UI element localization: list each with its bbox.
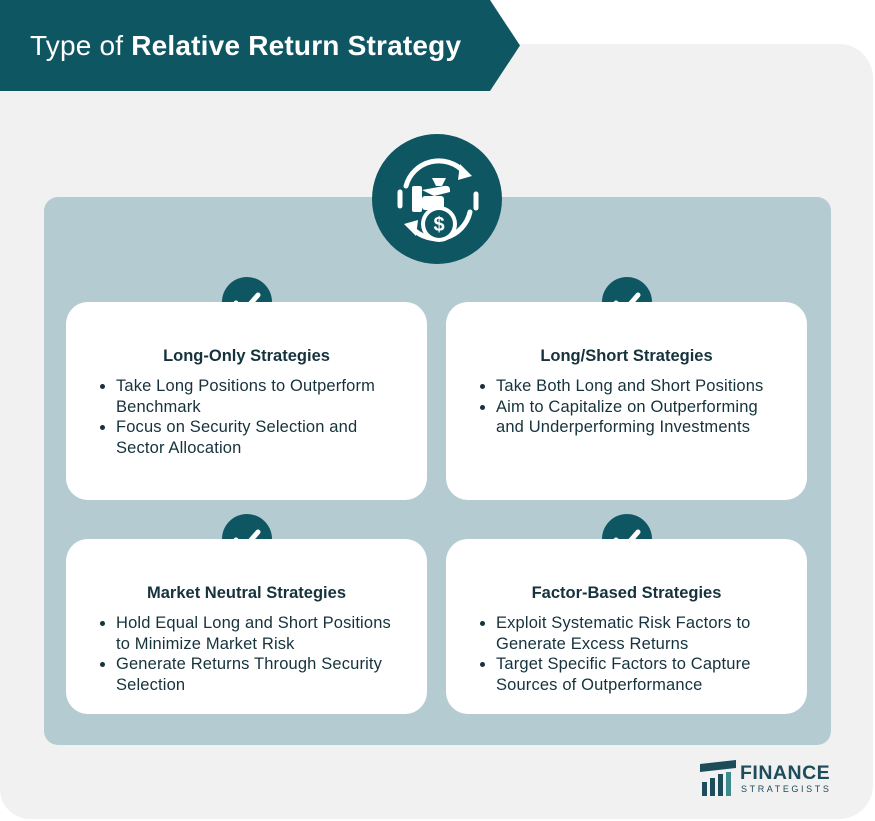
bullet-item: Target Specific Factors to Capture Sourc…: [480, 654, 787, 695]
title-bold: Relative Return Strategy: [131, 29, 462, 61]
card-title: Factor-Based Strategies: [531, 584, 722, 602]
card-title: Market Neutral Strategies: [147, 584, 346, 602]
title-banner: Type of Relative Return Strategy: [0, 0, 520, 91]
page-title: Type of Relative Return Strategy: [30, 30, 461, 62]
svg-text:$: $: [433, 214, 444, 236]
bullet-item: Focus on Security Selection and Sector A…: [100, 417, 407, 458]
bullet-item: Generate Returns Through Security Select…: [100, 654, 407, 695]
finance-strategists-logo: FINANCE STRATEGISTS: [700, 760, 840, 800]
strategy-card-long-only: Long-Only Strategies Take Long Positions…: [66, 302, 427, 500]
card-title: Long-Only Strategies: [163, 347, 330, 365]
bullet-item: Take Both Long and Short Positions: [480, 376, 787, 397]
title-regular: Type of: [30, 29, 132, 61]
title-banner-shape: [0, 0, 520, 91]
money-bag-cycle-icon: $: [372, 134, 502, 264]
bullet-list: Hold Equal Long and Short Positions to M…: [98, 613, 407, 695]
bullet-item: Hold Equal Long and Short Positions to M…: [100, 613, 407, 654]
strategy-card-factor-based: Factor-Based Strategies Exploit Systemat…: [446, 539, 807, 714]
bullet-item: Take Long Positions to Outperform Benchm…: [100, 376, 407, 417]
bullet-item: Exploit Systematic Risk Factors to Gener…: [480, 613, 787, 654]
logo-mark-icon: [700, 760, 736, 796]
bullet-item: Aim to Capitalize on Outperforming and U…: [480, 397, 787, 438]
logo-text-strategists: STRATEGISTS: [741, 784, 832, 794]
bullet-list: Take Long Positions to Outperform Benchm…: [98, 376, 407, 458]
bullet-list: Take Both Long and Short Positions Aim t…: [478, 376, 787, 438]
bullet-list: Exploit Systematic Risk Factors to Gener…: [478, 613, 787, 695]
card-title: Long/Short Strategies: [540, 347, 713, 365]
logo-text-finance: FINANCE: [740, 762, 831, 784]
strategy-card-market-neutral: Market Neutral Strategies Hold Equal Lon…: [66, 539, 427, 714]
strategy-card-long-short: Long/Short Strategies Take Both Long and…: [446, 302, 807, 500]
